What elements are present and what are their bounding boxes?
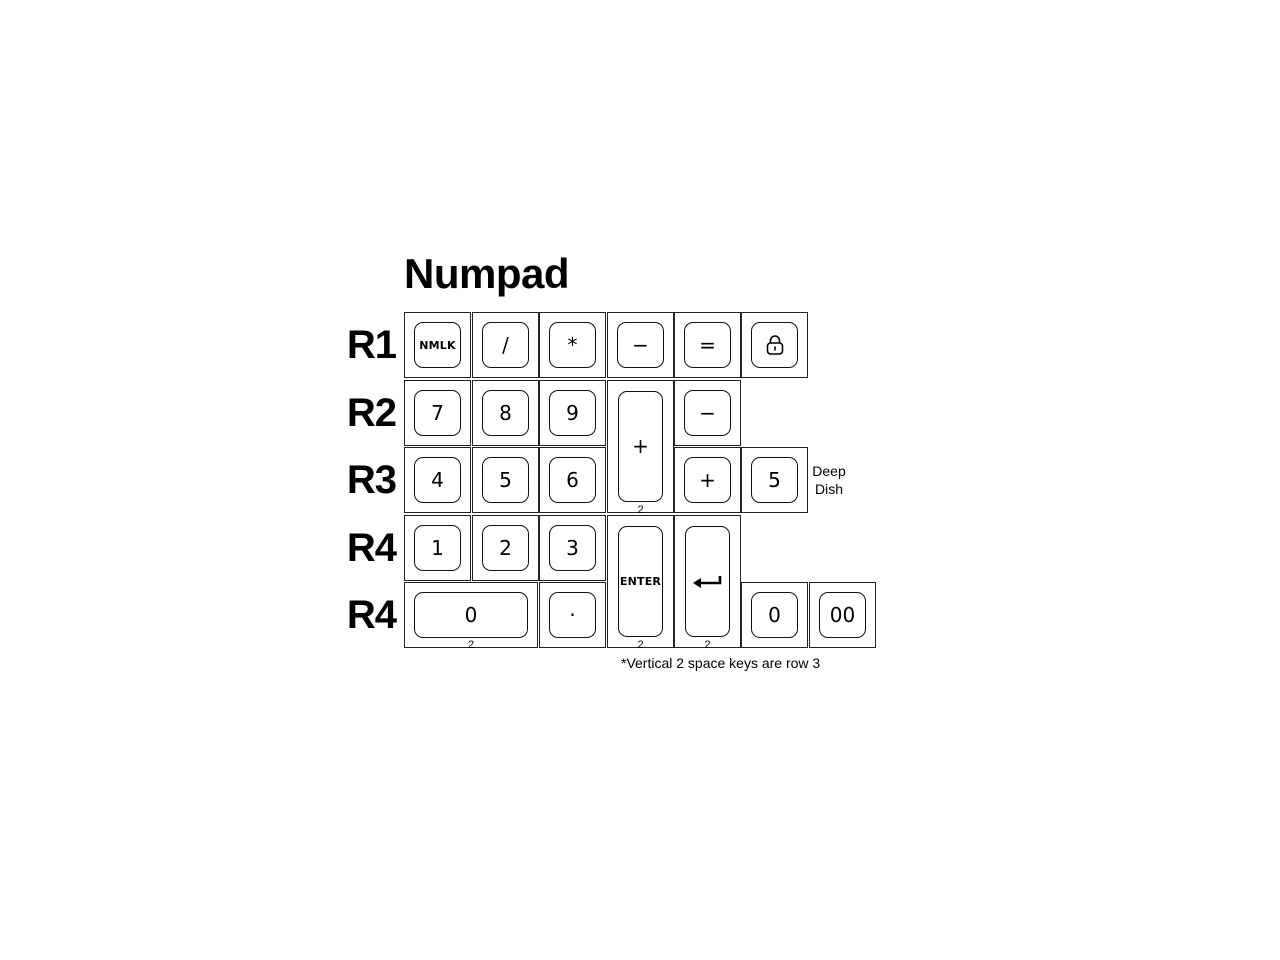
- keycap-legend-5: 5: [482, 457, 529, 503]
- keycap-legend-slash: /: [482, 322, 529, 368]
- size-tag-enter: 2: [637, 639, 644, 651]
- key-minus-r1: −: [607, 312, 674, 378]
- key-8: 8: [472, 380, 539, 446]
- keycap-legend-6: 6: [549, 457, 596, 503]
- key-0-wide: 0 2: [404, 582, 538, 651]
- row-label-r4: R4: [346, 526, 397, 570]
- key-4: 4: [404, 447, 471, 513]
- key-9: 9: [539, 380, 606, 446]
- keycap-legend-0-single: 0: [751, 592, 798, 638]
- keycap-legend-enter: ENTER: [618, 526, 663, 637]
- keycap-legend-7: 7: [414, 390, 461, 436]
- row-label-r3: R3: [346, 458, 397, 502]
- key-plus-r3: +: [674, 447, 741, 513]
- keycap-legend-3: 3: [549, 525, 596, 571]
- deep-dish-note: Deep Dish: [808, 462, 850, 498]
- keycap-legend-2: 2: [482, 525, 529, 571]
- keycap-legend-9: 9: [549, 390, 596, 436]
- size-tag-plus: 2: [637, 504, 644, 516]
- key-5-deep-dish: 5: [741, 447, 808, 513]
- key-numlock: NMLK: [404, 312, 471, 378]
- key-return-tall: 2: [674, 515, 741, 651]
- row-label-r2: R2: [346, 391, 397, 435]
- lock-icon: [751, 322, 798, 368]
- key-plus-tall: + 2: [607, 380, 674, 516]
- keycap-legend-minus: −: [617, 322, 664, 368]
- size-tag-zero: 2: [467, 639, 475, 651]
- footnote: *Vertical 2 space keys are row 3: [621, 655, 821, 671]
- keycap-legend-equals: =: [684, 322, 731, 368]
- keycap-legend-8: 8: [482, 390, 529, 436]
- row-label-r4-bottom: R4: [346, 593, 397, 637]
- keycap-legend-1: 1: [414, 525, 461, 571]
- size-tag-return: 2: [704, 639, 711, 651]
- key-7: 7: [404, 380, 471, 446]
- deep-dish-note-line: Deep Dish: [812, 463, 846, 497]
- key-0-single: 0: [741, 582, 808, 648]
- row-label-r1: R1: [346, 323, 397, 367]
- keycap-legend-nmlk: NMLK: [414, 322, 461, 368]
- page-title: Numpad: [404, 250, 570, 297]
- keycap-legend-4: 4: [414, 457, 461, 503]
- keycap-legend-0-wide: 0: [414, 592, 528, 638]
- keycap-legend-minus-r2: −: [684, 390, 731, 436]
- key-3: 3: [539, 515, 606, 581]
- key-minus-r2: −: [674, 380, 741, 446]
- keycap-legend-asterisk: *: [549, 322, 596, 368]
- key-asterisk: *: [539, 312, 606, 378]
- key-5: 5: [472, 447, 539, 513]
- key-enter-tall: ENTER 2: [607, 515, 674, 651]
- keycap-legend-plus-tall: +: [618, 391, 663, 502]
- key-1: 1: [404, 515, 471, 581]
- return-arrow-icon: [685, 526, 730, 637]
- keycap-legend-decimal: ·: [549, 592, 596, 638]
- keycap-legend-00: 00: [819, 592, 866, 638]
- keycap-legend-plus-r3: +: [684, 457, 731, 503]
- key-00: 00: [809, 582, 876, 648]
- keycap-legend-5-deep: 5: [751, 457, 798, 503]
- key-6: 6: [539, 447, 606, 513]
- key-equals: =: [674, 312, 741, 378]
- key-lock: [741, 312, 808, 378]
- key-decimal: ·: [539, 582, 606, 648]
- key-slash: /: [472, 312, 539, 378]
- key-2: 2: [472, 515, 539, 581]
